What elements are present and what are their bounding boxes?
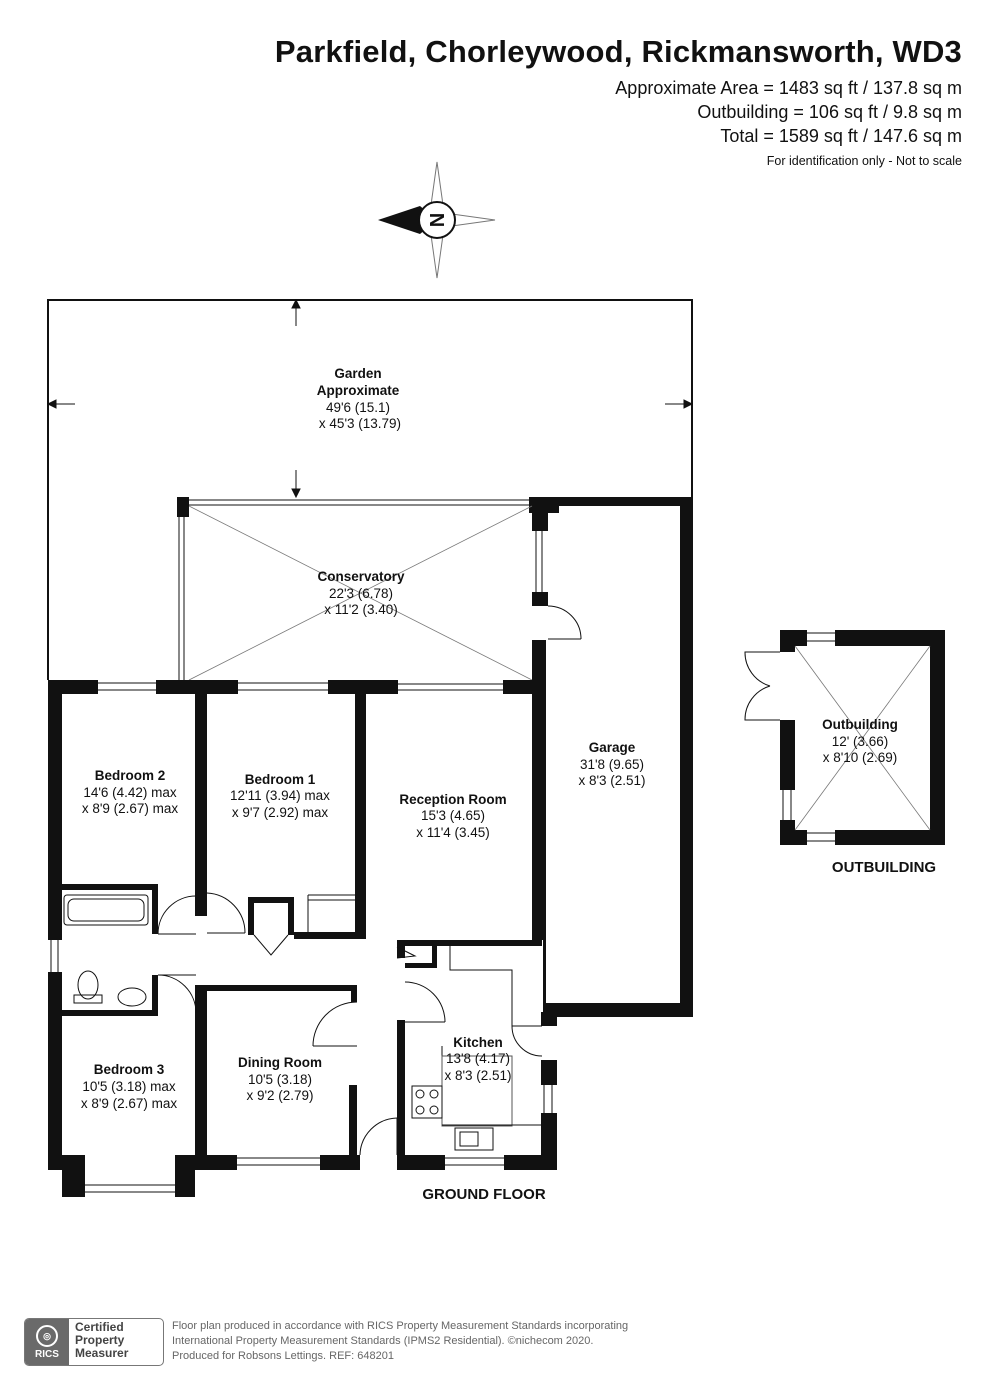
- reception-name: Reception Room: [399, 792, 506, 807]
- toilet-icon: [77, 970, 99, 1000]
- approximate-area-text: Approximate Area = 1483 sq ft / 137.8 sq…: [615, 78, 962, 98]
- garage-structure: [532, 497, 693, 1025]
- compass-icon: N: [378, 161, 496, 279]
- rics-seal-icon: ◎: [36, 1324, 58, 1347]
- bedroom2-dimension-1: 14'6 (4.42) max: [83, 785, 177, 800]
- kitchen-sink-icon: [454, 1127, 494, 1151]
- bedroom2-dimension-2: x 8'9 (2.67) max: [82, 801, 179, 816]
- conservatory-name: Conservatory: [317, 569, 405, 584]
- conservatory-dimension-2: x 11'2 (3.40): [324, 602, 398, 617]
- garden-boundary: [47, 299, 693, 680]
- conservatory-structure: [177, 497, 582, 681]
- bedroom3-dimension-2: x 8'9 (2.67) max: [81, 1096, 178, 1111]
- compass-north-label: N: [427, 213, 449, 227]
- outbuilding-structure: [744, 630, 945, 845]
- footer-note-line-1: Floor plan produced in accordance with R…: [172, 1320, 629, 1332]
- page-title: Parkfield, Chorleywood, Rickmansworth, W…: [274, 34, 962, 69]
- kitchen-dimension-1: 13'8 (4.17): [446, 1051, 510, 1066]
- garden-name-qualifier: Approximate: [317, 383, 400, 398]
- logo-line-3: Measurer: [75, 1346, 129, 1360]
- garage-dimension-1: 31'8 (9.65): [580, 757, 644, 772]
- footer-note-line-2: International Property Measurement Stand…: [172, 1335, 594, 1347]
- garden-dimension-arrows: [46, 298, 694, 499]
- conservatory-dimension-1: 22'3 (6.78): [329, 586, 393, 601]
- kitchen-name: Kitchen: [453, 1035, 503, 1050]
- outbuilding-area-text: Outbuilding = 106 sq ft / 9.8 sq m: [697, 102, 962, 122]
- outbuilding-name: Outbuilding: [822, 717, 898, 732]
- rics-mark-text: RICS: [35, 1348, 59, 1360]
- garden-name: Garden: [334, 366, 381, 381]
- garden-dimension-1: 49'6 (15.1): [326, 400, 390, 415]
- bedroom2-name: Bedroom 2: [95, 768, 166, 783]
- dining-dimension-2: x 9'2 (2.79): [246, 1088, 313, 1103]
- bedroom1-dimension-2: x 9'7 (2.92) max: [232, 805, 329, 820]
- disclaimer-text: For identification only - Not to scale: [766, 154, 962, 168]
- outbuilding-floor-label: OUTBUILDING: [832, 859, 936, 876]
- footer-note: Floor plan produced in accordance with R…: [172, 1319, 628, 1364]
- certified-property-measurer-text: Certified Property Measurer: [69, 1319, 134, 1365]
- total-area-text: Total = 1589 sq ft / 147.6 sq m: [720, 126, 962, 146]
- rics-certified-logo: ◎ RICS Certified Property Measurer: [24, 1318, 164, 1366]
- ground-floor-label: GROUND FLOOR: [422, 1186, 545, 1203]
- bathroom-fixtures: [63, 894, 149, 1007]
- reception-dimension-2: x 11'4 (3.45): [416, 825, 490, 840]
- sink-icon: [117, 987, 147, 1007]
- house-walls: [48, 680, 557, 1197]
- outbuilding-dimension-1: 12' (3.66): [832, 734, 889, 749]
- doors: [157, 892, 543, 1156]
- logo-line-2: Property: [75, 1333, 125, 1347]
- garden-dimension-2: x 45'3 (13.79): [319, 416, 401, 431]
- garage-dimension-2: x 8'3 (2.51): [578, 773, 645, 788]
- rics-mark: ◎ RICS: [25, 1319, 69, 1365]
- garage-name: Garage: [589, 740, 636, 755]
- outbuilding-dimension-2: x 8'10 (2.69): [823, 750, 898, 765]
- kitchen-fittings: [411, 946, 541, 1151]
- windows: [50, 682, 553, 1193]
- hob-icon: [411, 1085, 443, 1119]
- bedroom3-dimension-1: 10'5 (3.18) max: [82, 1079, 176, 1094]
- bath-icon: [63, 894, 149, 926]
- bedroom1-name: Bedroom 1: [245, 772, 316, 787]
- reception-dimension-1: 15'3 (4.65): [421, 808, 485, 823]
- kitchen-dimension-2: x 8'3 (2.51): [444, 1068, 511, 1083]
- dining-name: Dining Room: [238, 1055, 322, 1070]
- logo-line-1: Certified: [75, 1320, 124, 1334]
- dining-dimension-1: 10'5 (3.18): [248, 1072, 312, 1087]
- footer-note-line-3: Produced for Robsons Lettings. REF: 6482…: [172, 1350, 394, 1362]
- bedroom1-dimension-1: 12'11 (3.94) max: [230, 788, 330, 803]
- bedroom3-name: Bedroom 3: [94, 1062, 165, 1077]
